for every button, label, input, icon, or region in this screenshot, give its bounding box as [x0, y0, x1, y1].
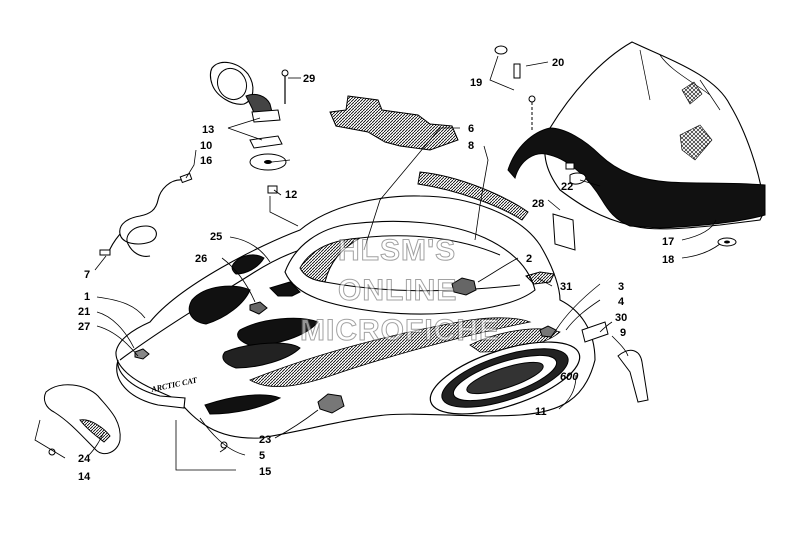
decal-3	[539, 325, 557, 338]
decal-25	[269, 281, 301, 297]
windshield-glare-lines	[639, 49, 721, 111]
callout-12: 12	[285, 189, 297, 201]
decal-2	[451, 277, 477, 296]
wiring-harness	[99, 172, 193, 257]
harness-coil	[119, 179, 185, 245]
windshield-grid-mark	[679, 124, 713, 161]
intake-left-large	[188, 285, 251, 325]
decal-31	[525, 271, 555, 285]
loose-parts	[43, 95, 649, 456]
callout-16: 16	[200, 155, 212, 167]
callout-8: 8	[468, 140, 474, 152]
mirror-assembly	[209, 61, 289, 194]
callout-5: 5	[259, 450, 265, 462]
nut-12	[267, 185, 278, 194]
decal-23	[317, 393, 345, 414]
intake-lower	[222, 342, 301, 369]
callout-17: 17	[662, 236, 674, 248]
hood-left-ridge	[119, 249, 301, 361]
callout-28: 28	[532, 198, 544, 210]
callout-29: 29	[303, 73, 315, 85]
decal-27	[134, 348, 150, 360]
harness-connector-bottom	[99, 249, 111, 256]
callout-27: 27	[78, 321, 90, 333]
windshield-nut	[565, 162, 575, 170]
mirror-base	[251, 109, 281, 123]
model-decal: 600	[429, 341, 581, 415]
bolt-15	[220, 441, 228, 449]
callout-30: 30	[615, 312, 627, 324]
callout-21: 21	[78, 306, 90, 318]
windshield-screw-19	[528, 95, 536, 103]
dash-vent	[299, 237, 361, 283]
callout-23: 23	[259, 434, 271, 446]
callout-11: 11	[535, 406, 547, 418]
callout-19: 19	[470, 77, 482, 89]
watermark-line-2: ONLINE	[338, 274, 457, 307]
leader-lines	[34, 55, 721, 471]
windshield-bolt	[513, 63, 521, 79]
side-stripe	[249, 317, 532, 388]
model-decal-label: 600	[560, 371, 579, 383]
windshield-assembly	[494, 41, 766, 247]
callout-7: 7	[84, 269, 90, 281]
decal-28	[552, 213, 576, 251]
decal-6	[329, 95, 459, 151]
callout-9: 9	[620, 327, 626, 339]
bracket-9	[617, 349, 649, 403]
hood-assembly: 600 ARCTIC CAT	[115, 195, 596, 439]
callout-24: 24	[78, 453, 91, 465]
decal-26	[249, 301, 268, 315]
decal-8	[417, 171, 529, 221]
callout-13: 13	[202, 124, 214, 136]
callout-10: 10	[200, 140, 212, 152]
dash-panel-right	[324, 235, 521, 292]
callout-2: 2	[526, 253, 532, 265]
windshield-washer-22	[569, 172, 587, 185]
callout-31: 31	[560, 281, 572, 293]
callout-22: 22	[561, 181, 573, 193]
watermark-line-1: HLSM'S	[338, 234, 456, 267]
callout-25: 25	[210, 231, 222, 243]
callout-1: 1	[84, 291, 90, 303]
callout-26: 26	[195, 253, 207, 265]
callout-14: 14	[78, 471, 91, 483]
intake-left-small	[231, 254, 265, 275]
callout-3: 3	[618, 281, 624, 293]
watermark-line-3: MICROFICHE	[300, 314, 500, 347]
bumper-bracket-slot	[79, 419, 111, 443]
callout-6: 6	[468, 123, 474, 135]
intake-center	[237, 317, 319, 347]
callout-18: 18	[662, 254, 674, 266]
watermark: HLSM'S ONLINE MICROFICHE	[300, 234, 500, 348]
screw-29	[281, 69, 289, 77]
callout-15: 15	[259, 466, 271, 478]
callout-4: 4	[618, 296, 625, 308]
lower-stripe-black	[204, 394, 282, 415]
mirror-glass	[216, 67, 248, 101]
callout-labels: 29 13 10 16 12 7 1 21 27 25 26 6 8 28 2 …	[78, 57, 674, 483]
windshield-cap-20	[494, 45, 508, 55]
front-bumper	[116, 359, 186, 409]
bumper-bracket-24	[43, 384, 121, 455]
callout-20: 20	[552, 57, 564, 69]
decal-30	[581, 321, 609, 343]
